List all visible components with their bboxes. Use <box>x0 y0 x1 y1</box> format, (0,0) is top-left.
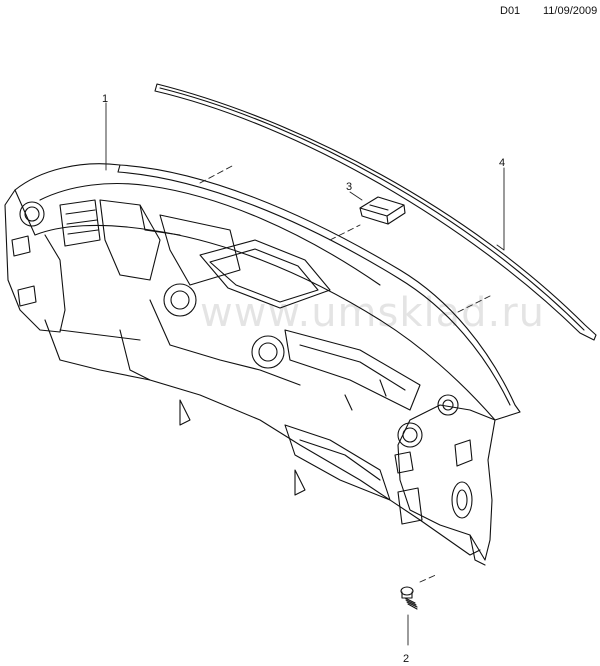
leader-lines <box>105 102 505 646</box>
screw-part-2 <box>400 586 418 610</box>
callout-1: 1 <box>102 93 109 105</box>
diagram-code: D01 <box>500 5 521 17</box>
callout-3: 3 <box>346 181 353 193</box>
trim-strip-part-4 <box>154 83 597 341</box>
diagram-date: 11/09/2009 <box>543 5 598 17</box>
dashboard-part-1 <box>4 163 521 566</box>
clip-part-3 <box>359 196 406 225</box>
callout-4: 4 <box>499 157 506 169</box>
callout-2: 2 <box>403 653 410 665</box>
